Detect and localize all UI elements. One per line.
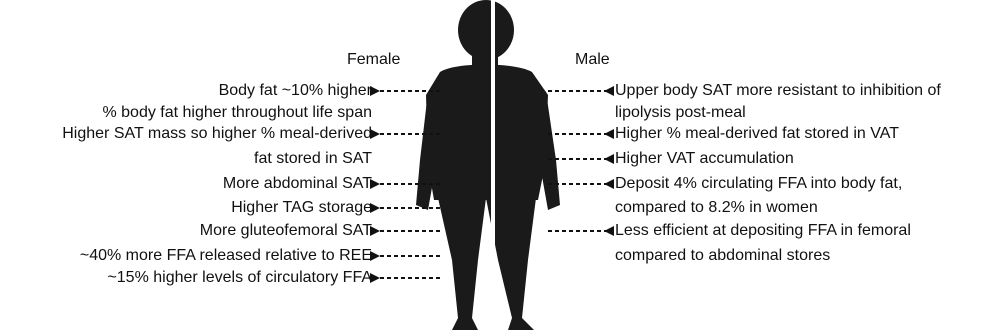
male-line: Upper body SAT more resistant to inhibit… [615, 81, 941, 101]
female-line: More gluteofemoral SAT [200, 221, 372, 241]
female-line: % body fat higher throughout life span [102, 103, 372, 123]
male-line: Less efficient at depositing FFA in femo… [615, 221, 911, 241]
male-heading: Male [575, 50, 610, 70]
female-line: Higher SAT mass so higher % meal-derived [62, 124, 372, 144]
female-line: ~40% more FFA released relative to REE [80, 246, 372, 266]
male-line: compared to 8.2% in women [615, 198, 818, 218]
male-line: Deposit 4% circulating FFA into body fat… [615, 174, 902, 194]
human-silhouette [416, 0, 560, 330]
male-line: compared to abdominal stores [615, 246, 830, 266]
male-line: lipolysis post-meal [615, 103, 746, 123]
female-line: ~15% higher levels of circulatory FFA [107, 268, 372, 288]
female-line: Body fat ~10% higher [219, 81, 372, 101]
female-heading: Female [347, 50, 400, 70]
female-line: Higher TAG storage [231, 198, 372, 218]
male-arrows [548, 91, 606, 231]
female-line: More abdominal SAT [223, 174, 372, 194]
female-line: fat stored in SAT [254, 149, 372, 169]
male-line: Higher VAT accumulation [615, 149, 794, 169]
male-line: Higher % meal-derived fat stored in VAT [615, 124, 899, 144]
